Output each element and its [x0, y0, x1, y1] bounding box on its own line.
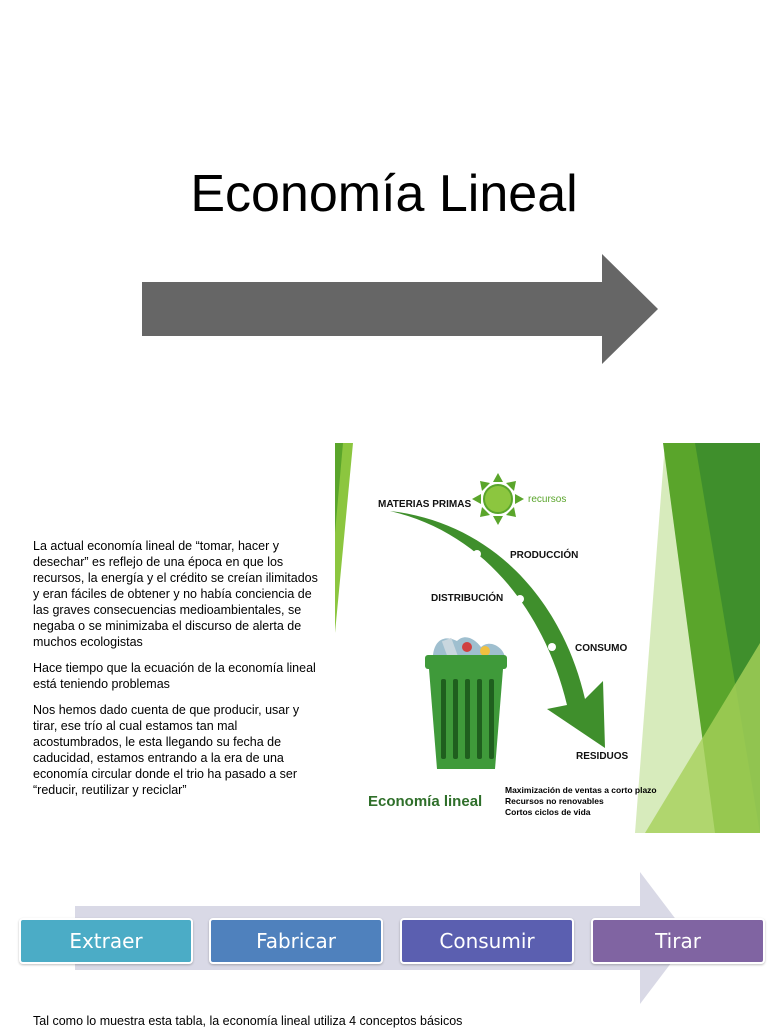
label-consumo: CONSUMO	[575, 643, 628, 654]
label-materias-primas: MATERIAS PRIMAS	[378, 499, 472, 510]
step-tirar: Tirar	[591, 918, 765, 964]
right-arrow-graphic	[142, 254, 658, 364]
process-diagram: Extraer Fabricar Consumir Tirar	[0, 868, 768, 1008]
step-fabricar: Fabricar	[209, 918, 383, 964]
figure-notes: Maximización de ventas a corto plazo Rec…	[505, 785, 657, 818]
paragraph-2: Hace tiempo que la ecuación de la econom…	[33, 661, 316, 691]
note-2: Recursos no renovables	[505, 796, 604, 806]
label-recursos: recursos	[528, 494, 567, 505]
figure-graphics	[335, 443, 760, 833]
label-residuos: RESIDUOS	[576, 751, 629, 762]
paragraph-1: La actual economía lineal de “tomar, hac…	[33, 539, 318, 649]
sun-icon	[472, 473, 524, 525]
step-consumir: Consumir	[400, 918, 574, 964]
description-text: La actual economía lineal de “tomar, hac…	[33, 538, 318, 808]
label-produccion: PRODUCCIÓN	[510, 550, 579, 561]
paragraph-3: Nos hemos dado cuenta de que producir, u…	[33, 703, 300, 797]
figure-caption: Economía lineal	[368, 793, 483, 810]
trash-can-icon	[425, 637, 507, 769]
footer-text: Tal como lo muestra esta tabla, la econo…	[33, 1014, 463, 1028]
label-distribucion: DISTRIBUCIÓN	[431, 593, 504, 604]
slide-title: Economía Lineal	[190, 165, 578, 223]
step-extraer: Extraer	[19, 918, 193, 964]
linear-economy-figure: MATERIAS PRIMAS recursos PRODUCCIÓN DIST…	[335, 443, 760, 833]
note-3: Cortos ciclos de vida	[505, 807, 591, 817]
note-1: Maximización de ventas a corto plazo	[505, 785, 657, 795]
